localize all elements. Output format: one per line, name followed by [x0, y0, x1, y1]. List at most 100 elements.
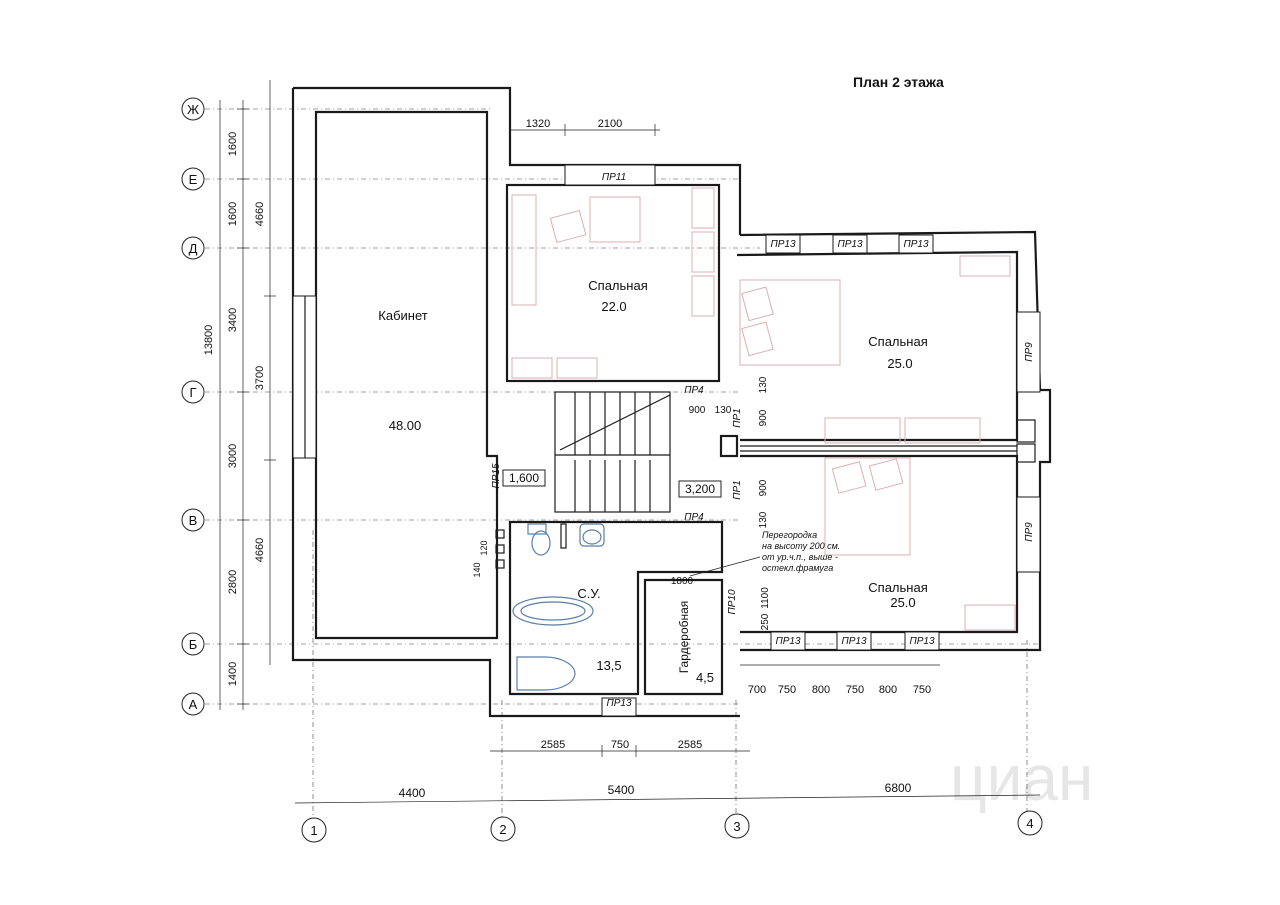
room-bathroom-area: 13,5: [596, 658, 621, 673]
axis-marker-row-d: Д: [181, 236, 205, 260]
opening-pr13-top-2: ПР13: [837, 239, 862, 250]
dim-left-3000: 3000: [227, 444, 239, 468]
svg-text:остекл.фрамуга: остекл.фрамуга: [762, 563, 833, 573]
dim-130-horizontal: 130: [715, 405, 732, 416]
svg-text:Е: Е: [189, 172, 198, 187]
svg-text:от ур.ч.п., выше -: от ур.ч.п., выше -: [762, 552, 838, 562]
dim-1800: 1800: [671, 576, 694, 587]
axis-marker-col-1: 1: [301, 817, 327, 843]
dim-130-vertical-top: 130: [758, 376, 769, 393]
dim-middle-4660a: 4660: [254, 202, 266, 226]
opening-pr4-bottom: ПР4: [684, 512, 704, 523]
dimension-box-3200: 3,200: [678, 480, 722, 498]
dim-overall-5400: 5400: [608, 783, 635, 797]
walls-right-wing: [736, 230, 1052, 652]
axis-marker-row-b: Б: [181, 632, 205, 656]
svg-text:В: В: [189, 513, 198, 528]
partition-note: Перегородка на высоту 200 см. от ур.ч.п.…: [689, 530, 840, 577]
dim-outer-13800: 13800: [203, 325, 215, 356]
axis-marker-row-e: Е: [181, 167, 205, 191]
axis-marker-col-2: 2: [490, 816, 516, 842]
axis-marker-row-a: А: [181, 692, 205, 716]
room-cabinet-name: Кабинет: [378, 308, 427, 323]
dim-bottom-750: 750: [611, 739, 629, 751]
svg-text:Б: Б: [189, 637, 198, 652]
opening-pr13-top-3: ПР13: [903, 239, 928, 250]
grid-lines-cols: [312, 530, 1028, 818]
dim-bottom-2585b: 2585: [678, 739, 702, 751]
dim-130-vertical-bottom: 130: [758, 511, 769, 528]
top-dimension-chain: [510, 124, 660, 136]
dim-left-3400: 3400: [227, 308, 239, 332]
svg-text:на высоту 200 см.: на высоту 200 см.: [762, 541, 840, 551]
room-bedroom1-name: Спальная: [588, 278, 647, 293]
dim-1100: 1100: [760, 587, 771, 609]
dim-900-vertical-top: 900: [758, 409, 769, 426]
room-bedroom2-name: Спальная: [868, 334, 927, 349]
axis-marker-row-v: В: [181, 508, 205, 532]
walls-bathroom: [495, 520, 724, 717]
dim-left-1600a: 1600: [227, 132, 239, 156]
room-bedroom3-name: Спальная: [868, 580, 927, 595]
opening-pr13-bath: ПР13: [606, 698, 631, 709]
opening-pr9-bottom: ПР9: [1024, 522, 1035, 542]
bottom-dimension-chain: [294, 664, 1041, 804]
walls-stair-hall: [554, 391, 739, 513]
dim-bottom-2585a: 2585: [541, 739, 565, 751]
dim-top-2100: 2100: [598, 118, 622, 130]
dim-middle-4660b: 4660: [254, 538, 266, 562]
watermark-text: циан: [950, 742, 1093, 814]
svg-text:Г: Г: [189, 385, 196, 400]
opening-pr11: ПР11: [602, 172, 626, 183]
svg-text:Ж: Ж: [187, 102, 199, 117]
dim-left-1600b: 1600: [227, 202, 239, 226]
dim-left-2800: 2800: [227, 570, 239, 594]
furniture-bedroom-2: [739, 255, 1011, 444]
bathroom-fixtures: [512, 523, 605, 691]
furniture-bedroom-3: [824, 457, 1016, 631]
svg-text:Д: Д: [189, 241, 198, 256]
opening-pr4-top: ПР4: [684, 385, 704, 396]
dim-140: 140: [472, 562, 482, 577]
svg-text:3,200: 3,200: [685, 482, 715, 496]
dim-overall-6800: 6800: [885, 781, 912, 795]
room-bedroom2-area: 25.0: [887, 356, 912, 371]
dim-top-1320: 1320: [526, 118, 550, 130]
opening-pr1-top: ПР1: [732, 408, 743, 427]
room-cabinet-area: 48.00: [389, 418, 422, 433]
svg-text:1,600: 1,600: [509, 471, 539, 485]
svg-text:2: 2: [499, 822, 506, 837]
dim-window-750b: 750: [846, 684, 864, 696]
axis-marker-col-4: 4: [1017, 810, 1043, 836]
dim-window-800b: 800: [879, 684, 897, 696]
dim-left-1400: 1400: [227, 662, 239, 686]
left-dimension-chain: [219, 80, 276, 710]
opening-pr9-top: ПР9: [1024, 342, 1035, 362]
room-wardrobe-name: Гардеробная: [677, 601, 691, 674]
axis-marker-col-3: 3: [724, 813, 750, 839]
opening-pr15: ПР15: [491, 463, 502, 488]
axis-marker-row-zh: Ж: [181, 97, 205, 121]
opening-pr13-bottom-2: ПР13: [841, 636, 866, 647]
svg-text:4: 4: [1026, 816, 1033, 831]
opening-pr1-bottom: ПР1: [732, 480, 743, 499]
room-bedroom1-area: 22.0: [601, 299, 626, 314]
walls-cabinet: [291, 86, 742, 718]
opening-pr13-bottom-1: ПР13: [775, 636, 800, 647]
dim-900-vertical-bottom: 900: [758, 479, 769, 496]
svg-text:Перегородка: Перегородка: [762, 530, 817, 540]
room-bedroom3-area: 25.0: [890, 595, 915, 610]
grid-lines-rows: [205, 108, 1040, 705]
opening-pr10: ПР10: [727, 589, 738, 614]
dim-900-horizontal: 900: [689, 405, 706, 416]
opening-pr13-top-1: ПР13: [770, 239, 795, 250]
room-wardrobe-area: 4,5: [696, 670, 714, 685]
svg-text:3: 3: [733, 819, 740, 834]
dim-overall-4400: 4400: [399, 786, 426, 800]
walls-bedroom-1: [505, 164, 721, 383]
svg-text:А: А: [189, 697, 198, 712]
dim-middle-3700: 3700: [254, 366, 266, 390]
dim-250: 250: [760, 613, 771, 630]
opening-pr13-bottom-3: ПР13: [909, 636, 934, 647]
